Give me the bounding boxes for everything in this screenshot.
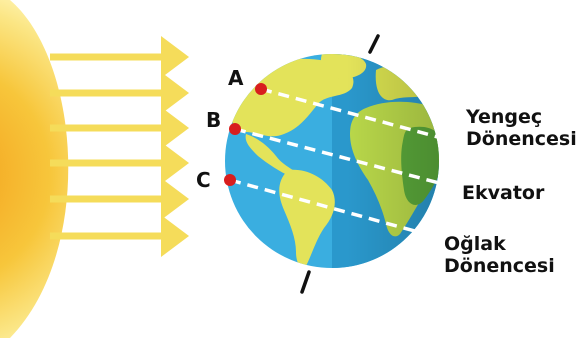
earth-globe: [225, 54, 439, 268]
tropic-of-capricorn-label: Oğlak Dönencesi: [444, 233, 555, 277]
axis-north: [368, 34, 380, 54]
point-b-marker: [229, 123, 241, 135]
arabia: [436, 108, 439, 134]
point-a-label: A: [228, 66, 244, 90]
tropic-of-cancer-label: Yengeç Dönencesi: [466, 106, 577, 150]
latitude-lines: [229, 87, 461, 240]
point-c-marker: [224, 174, 236, 186]
tropic-of-capricorn-line: [229, 178, 441, 240]
tropic-of-cancer-label-line1: Yengeç: [466, 106, 543, 128]
equator-label-line1: Ekvator: [462, 182, 545, 204]
point-b-label: B: [206, 108, 222, 132]
axis-south: [300, 270, 311, 294]
sun-rays: [50, 36, 189, 257]
point-a-marker: [255, 83, 267, 95]
equator-label: Ekvator: [462, 182, 544, 204]
tropic-of-cancer-label-line2: Dönencesi: [466, 128, 577, 150]
equator-line: [234, 127, 459, 190]
tropic-of-capricorn-label-line2: Dönencesi: [444, 255, 555, 277]
point-c-label: C: [196, 168, 211, 192]
sun: [0, 0, 69, 338]
tropic-of-capricorn-label-line1: Oğlak: [444, 233, 506, 255]
tropic-of-cancer-line: [260, 87, 461, 145]
